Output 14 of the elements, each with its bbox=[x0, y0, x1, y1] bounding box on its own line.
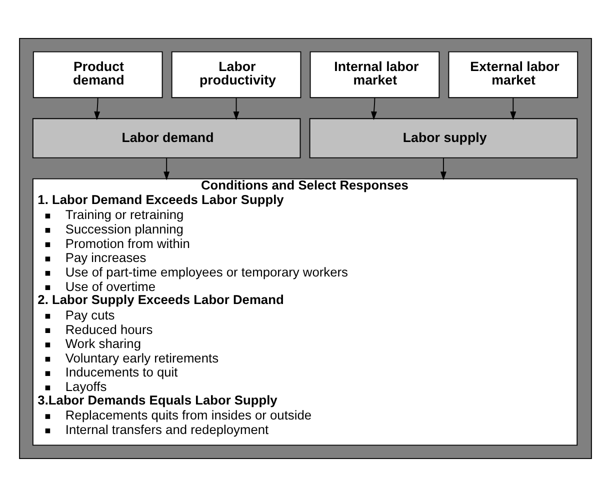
node-box: Labor demand bbox=[32, 118, 301, 158]
node-box: Labor supply bbox=[309, 118, 578, 158]
arrow bbox=[94, 96, 100, 120]
arrow bbox=[164, 156, 170, 180]
arrow bbox=[233, 96, 240, 120]
arrow bbox=[510, 96, 516, 120]
cluster bbox=[19, 37, 592, 459]
arrow bbox=[370, 96, 377, 120]
node-box: External labor market bbox=[448, 50, 578, 98]
node-box: Labor productivity bbox=[171, 50, 302, 98]
node-box: Product demand bbox=[32, 50, 163, 98]
node-box: Internal labor market bbox=[310, 50, 440, 98]
node-box: Conditions and Select Responses 1. Labor Demand Exceeds Labor Supply Training or retraining Succession planning Promotion from within Pay increases Use of part-time employees or temporary workers Use of overtime 2. Labor Supply Exceeds Labor Demand Pay cuts Reduced hours Work sharing Voluntary early retirements Inducements to quit Layoffs 3.Labor Demands Equals Labor Supply Replacements quits from insides or outside Internal transfers and redeployment bbox=[32, 178, 578, 446]
arrow bbox=[440, 156, 446, 180]
